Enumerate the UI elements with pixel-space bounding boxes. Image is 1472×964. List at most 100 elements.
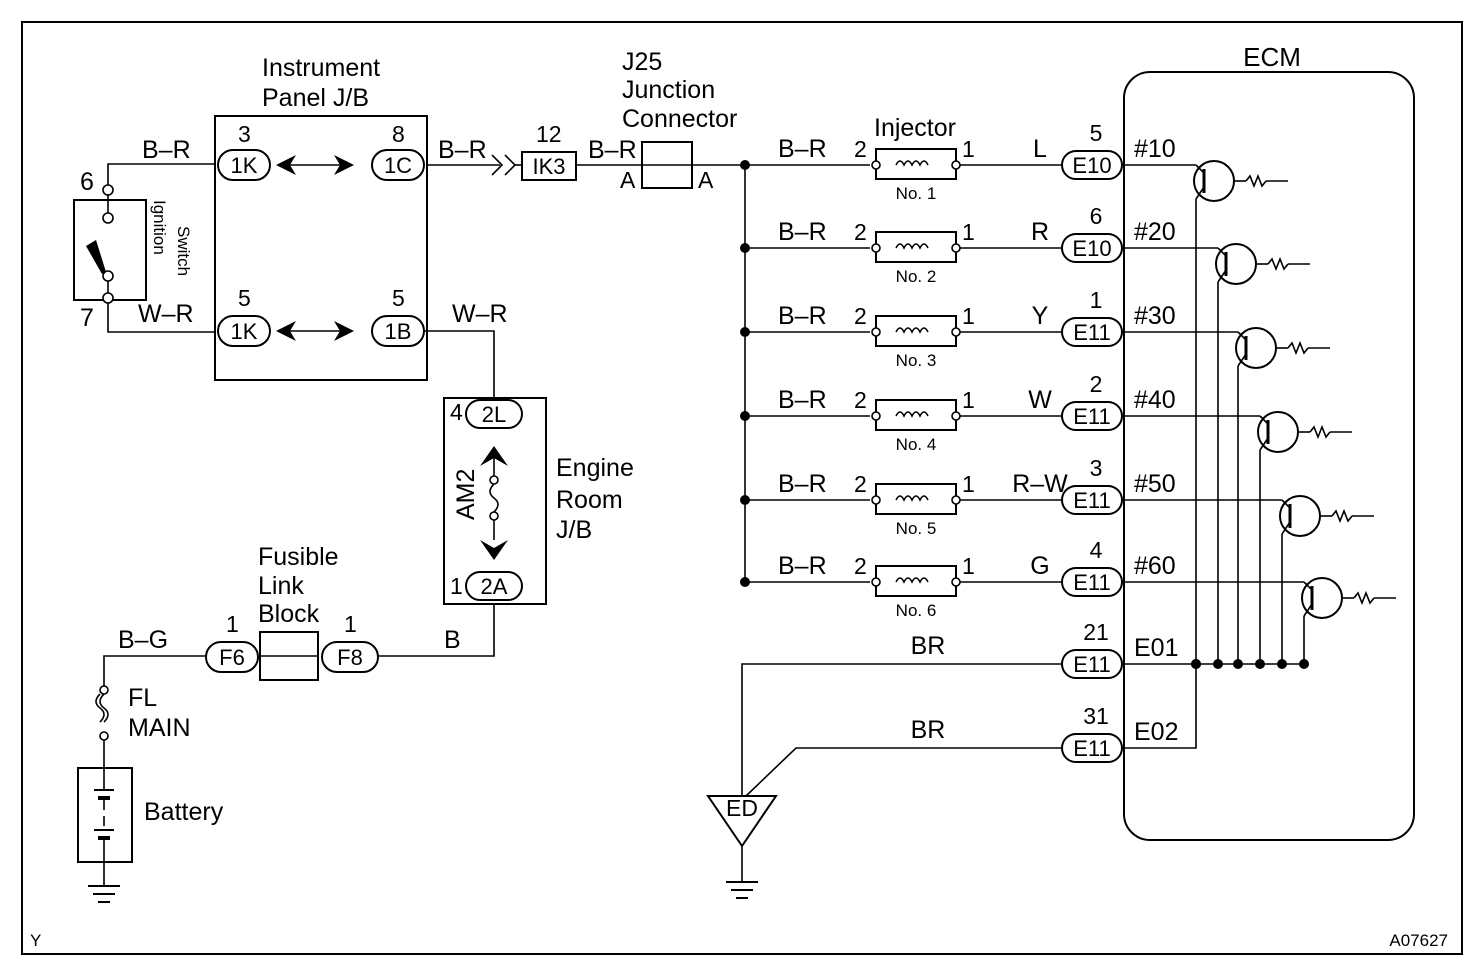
wire-br-ign: B–R <box>142 136 191 164</box>
injector-coil-icon <box>895 577 929 584</box>
ecm-signal-label: #30 <box>1134 302 1176 330</box>
injector-name: No. 1 <box>896 184 937 203</box>
wire-label-feed: B–R <box>778 386 827 414</box>
ipjb-pin-5-right: 5 <box>392 285 405 311</box>
wire-br-1c: B–R <box>438 136 487 164</box>
erjb-pin-4: 4 <box>450 399 463 425</box>
wire-label-feed: B–R <box>778 218 827 246</box>
wire-b: B <box>444 626 461 654</box>
erjb-arrow-down-icon <box>480 540 508 560</box>
ecm-signal-label: E01 <box>1134 634 1178 662</box>
ed-ground: ED <box>706 795 778 899</box>
ecm-signal-label: #50 <box>1134 470 1176 498</box>
ecm-signal-label: #20 <box>1134 218 1176 246</box>
wire-label-feed: B–R <box>778 552 827 580</box>
ecm-pin-number: 4 <box>1090 537 1103 563</box>
ed-label: ED <box>726 795 758 821</box>
injector-body <box>875 399 957 431</box>
injector-name: No. 5 <box>896 519 937 538</box>
ground-wire-color: BR <box>911 632 946 660</box>
flb-conn-f8: F8 <box>337 645 363 670</box>
ecm: ECM <box>1123 42 1415 841</box>
ecm-signal-label: E02 <box>1134 718 1178 746</box>
injector-coil-icon <box>895 160 929 167</box>
flb-title-3: Block <box>258 600 320 628</box>
injector-terminal <box>871 327 881 337</box>
ecm-connector-label: E11 <box>1073 404 1111 429</box>
erjb-pin-1: 1 <box>450 573 463 599</box>
ipjb-conn-1b: 1B <box>385 319 412 344</box>
injector-terminal <box>951 411 961 421</box>
ik3-connector <box>521 151 577 181</box>
fl-main-label-2: MAIN <box>128 714 191 742</box>
ecm-pin-number: 3 <box>1090 455 1103 481</box>
splice-dot <box>740 411 750 421</box>
injector-coil-icon <box>895 243 929 250</box>
ecm-signal-label: #40 <box>1134 386 1176 414</box>
ecm-pin-number: 6 <box>1090 203 1103 229</box>
ecm-connector-label: E10 <box>1072 236 1111 261</box>
injector-terminal <box>871 577 881 587</box>
ecm-pin-number: 21 <box>1083 619 1109 645</box>
ecm-pin-number: 31 <box>1083 703 1109 729</box>
fl-main-label-1: FL <box>128 684 157 712</box>
erjb-title-3: J/B <box>556 516 592 544</box>
battery-label: Battery <box>144 798 224 826</box>
injector-coil-icon <box>895 411 929 418</box>
ipjb-arrow-right-icon-2 <box>334 321 354 341</box>
ik3-label: IK3 <box>532 154 565 179</box>
driver-transistor-icon <box>1122 160 1288 669</box>
erjb-conn-2l: 2L <box>482 402 506 427</box>
ignition-switch: 6 7 Ignition Switch <box>73 168 193 332</box>
injector-pin-in: 2 <box>854 387 867 413</box>
injector-terminal <box>871 243 881 253</box>
ecm-connector-label: E11 <box>1073 320 1111 345</box>
splice-dot <box>740 243 750 253</box>
splice-dot <box>740 495 750 505</box>
injector-pin-in: 2 <box>854 219 867 245</box>
fl-main-fuse: FL MAIN <box>95 684 191 742</box>
wire-label-feed: B–R <box>778 470 827 498</box>
j25-title-3: Connector <box>622 105 737 133</box>
injector-pin-in: 2 <box>854 136 867 162</box>
ipjb-conn-1k-top: 1K <box>231 153 258 178</box>
battery: Battery <box>77 767 224 863</box>
injector-pin-out: 1 <box>962 553 975 579</box>
injector-body <box>875 565 957 597</box>
wire-br-ik3: B–R <box>588 136 637 164</box>
ecm-pin-number: 2 <box>1090 371 1103 397</box>
ecm-pin-number: 5 <box>1090 120 1103 146</box>
wire-label-feed: B–R <box>778 302 827 330</box>
injector-name: No. 4 <box>896 435 937 454</box>
injector-terminal <box>951 243 961 253</box>
e02-internal-bus <box>1122 664 1197 749</box>
injector-pin-out: 1 <box>962 303 975 329</box>
signal-wire-color: R–W <box>1012 470 1068 498</box>
ignition-pin-bottom: 7 <box>80 304 94 332</box>
injector-terminal <box>951 160 961 170</box>
ignition-pin-top: 6 <box>80 168 94 196</box>
ipjb-arrow-left-icon <box>276 155 296 175</box>
ecm-connector-label: E11 <box>1073 736 1111 761</box>
injector-name: No. 6 <box>896 601 937 620</box>
instrument-panel-jb: Instrument Panel J/B 3 1K 8 1C 5 1K 5 1B <box>214 54 428 381</box>
ecm-connector-label: E10 <box>1072 153 1111 178</box>
injector-terminal <box>871 495 881 505</box>
flb-pin-left: 1 <box>226 611 239 637</box>
injector-terminal <box>951 577 961 587</box>
instrument-jb-title-2: Panel J/B <box>262 84 369 112</box>
injector-pin-in: 2 <box>854 471 867 497</box>
driver-transistor-icon <box>1122 495 1374 669</box>
injector-name: No. 3 <box>896 351 937 370</box>
injector-terminal <box>871 411 881 421</box>
j25-title-1: J25 <box>622 48 662 76</box>
injector-name: No. 2 <box>896 267 937 286</box>
erjb-arrow-up-icon <box>480 446 508 466</box>
